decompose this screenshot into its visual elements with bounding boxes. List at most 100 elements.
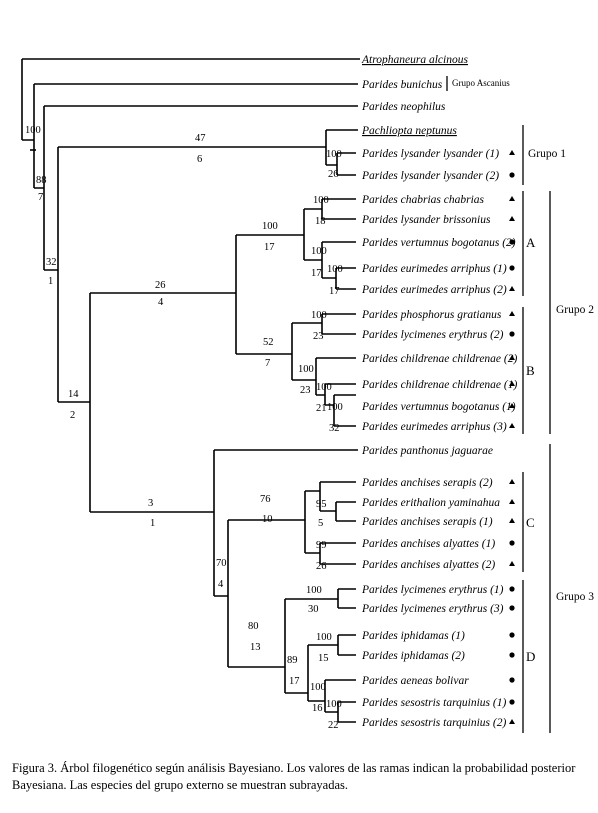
node-value-n23b: 23	[300, 385, 311, 396]
tip-label-anchises1: Parides anchises serapis (1)	[361, 516, 493, 528]
node-value-n26b: 26	[155, 280, 166, 291]
circle-marker-lycimenes2	[509, 331, 515, 337]
node-value-n76: 76	[260, 494, 271, 505]
group-ascanius-label: Grupo Ascanius	[452, 78, 510, 88]
triangle-marker-anchises2	[509, 479, 515, 484]
node-value-n100a: 100	[25, 125, 41, 136]
tip-label-vertumnus2: Parides vertumnus bogotanus (2)	[361, 237, 516, 249]
tip-label-childrenae1: Parides childrenae childrenae (1)	[361, 379, 517, 391]
tip-label-sesostris2: Parides sesostris tarquinius (2)	[361, 717, 506, 729]
tip-label-lycimenes3: Parides lycimenes erythrus (3)	[361, 603, 504, 615]
node-value-n100b: 100	[326, 149, 342, 160]
node-value-n95: 95	[316, 499, 327, 510]
tip-label-lysander1: Parides lysander lysander (1)	[361, 148, 499, 160]
node-value-n88: 88	[36, 175, 47, 186]
node-value-n17b: 17	[311, 268, 322, 279]
node-value-n100n: 100	[326, 699, 342, 710]
node-value-n99: 99	[316, 540, 327, 551]
node-value-n52: 52	[263, 337, 274, 348]
node-value-n100d: 100	[313, 195, 329, 206]
node-value-n32b: 32	[329, 423, 340, 434]
node-value-n13: 13	[250, 642, 261, 653]
circle-marker-lycimenes1	[509, 586, 515, 592]
node-value-n100j: 100	[327, 402, 343, 413]
tip-label-lycimenes2: Parides lycimenes erythrus (2)	[361, 329, 504, 341]
triangle-marker-phosphorus	[509, 311, 515, 316]
circle-marker-lycimenes3	[509, 605, 515, 611]
tip-label-neophilus: Parides neophilus	[361, 101, 446, 113]
node-value-n1b: 1	[150, 518, 155, 529]
node-value-n30: 30	[308, 604, 319, 615]
node-value-n100m: 100	[310, 682, 326, 693]
node-value-n1a: 1	[48, 276, 53, 287]
node-value-n100l: 100	[316, 632, 332, 643]
circle-marker-vertumnus2	[509, 239, 515, 245]
group-1-label: Grupo 1	[528, 148, 566, 160]
tip-label-atrophaneura: Atrophaneura alcinous	[361, 54, 468, 66]
node-value-n7: 7	[38, 192, 43, 203]
triangle-marker-alyattes2	[509, 561, 515, 566]
node-value-n23a: 23	[313, 331, 324, 342]
figure-caption: Figura 3. Árbol filogenético según análi…	[12, 761, 576, 792]
triangle-marker-lysander1	[509, 150, 515, 155]
circle-marker-aeneas	[509, 677, 515, 683]
subgroup-c-label: C	[526, 515, 535, 530]
tree-branches	[21, 58, 360, 723]
tip-label-iphidamas2: Parides iphidamas (2)	[361, 650, 465, 662]
triangle-marker-chabrias	[509, 196, 515, 201]
circle-marker-alyattes1	[509, 540, 515, 546]
node-value-n100f: 100	[327, 264, 343, 275]
triangle-marker-vertumnus1	[509, 403, 515, 408]
node-value-n47: 47	[195, 133, 206, 144]
node-value-n10: 10	[262, 514, 273, 525]
tip-label-eurimedes3: Parides eurimedes arriphus (3)	[361, 421, 507, 433]
tip-label-lycimenes1: Parides lycimenes erythrus (1)	[361, 584, 504, 596]
node-value-n100g: 100	[311, 310, 327, 321]
node-value-n3: 3	[148, 498, 153, 509]
triangle-marker-anchises1	[509, 518, 515, 523]
node-value-n89: 89	[287, 655, 298, 666]
node-value-n100h: 100	[298, 364, 314, 375]
group-2-label: Grupo 2	[556, 304, 594, 316]
triangle-marker-erithalion	[509, 499, 515, 504]
node-value-n4a: 4	[158, 297, 164, 308]
tip-label-phosphorus: Parides phosphorus gratianus	[361, 309, 502, 321]
group-3-label: Grupo 3	[556, 591, 594, 603]
node-value-n15: 15	[318, 653, 329, 664]
node-value-n26a: 26	[328, 169, 339, 180]
circle-marker-sesostris1	[509, 699, 515, 705]
tip-label-alyattes1: Parides anchises alyattes (1)	[361, 538, 495, 550]
circle-marker-iphidamas1	[509, 632, 515, 638]
circle-marker-eurimedes1	[509, 265, 515, 271]
triangle-marker-eurimedes2	[509, 286, 515, 291]
triangle-marker-eurimedes3	[509, 423, 515, 428]
tip-label-vertumnus1: Parides vertumnus bogotanus (1)	[361, 401, 516, 413]
node-value-n2: 2	[70, 410, 75, 421]
triangle-marker-sesostris2	[509, 719, 515, 724]
node-value-n32: 32	[46, 257, 57, 268]
tip-label-chabrias: Parides chabrias chabrias	[361, 194, 485, 206]
tip-label-eurimedes1: Parides eurimedes arriphus (1)	[361, 263, 507, 275]
node-value-n100k: 100	[306, 585, 322, 596]
tip-label-bunichus: Parides bunichus	[361, 79, 443, 91]
tip-label-panthonus: Parides panthonus jaguarae	[361, 445, 493, 457]
triangle-marker-childrenae1	[509, 381, 515, 386]
tip-label-erithalion: Parides erithalion yaminahua	[361, 497, 500, 509]
node-value-n6: 6	[197, 154, 202, 165]
tip-label-eurimedes2: Parides eurimedes arriphus (2)	[361, 284, 507, 296]
node-value-n100e: 100	[311, 246, 327, 257]
node-value-n14: 14	[68, 389, 79, 400]
circle-marker-lysander2	[509, 172, 515, 178]
group-brackets: Grupo Ascanius Grupo 1 A B Grupo 2 C D G…	[446, 76, 594, 733]
tip-label-lysander2: Parides lysander lysander (2)	[361, 170, 499, 182]
node-value-n4b: 4	[218, 579, 224, 590]
node-value-n100c: 100	[262, 221, 278, 232]
node-value-n16: 16	[312, 703, 323, 714]
subgroup-a-label: A	[526, 235, 536, 250]
tip-label-pachliopta: Pachliopta neptunus	[361, 125, 457, 137]
tip-label-iphidamas1: Parides iphidamas (1)	[361, 630, 465, 642]
node-value-n80: 80	[248, 621, 259, 632]
